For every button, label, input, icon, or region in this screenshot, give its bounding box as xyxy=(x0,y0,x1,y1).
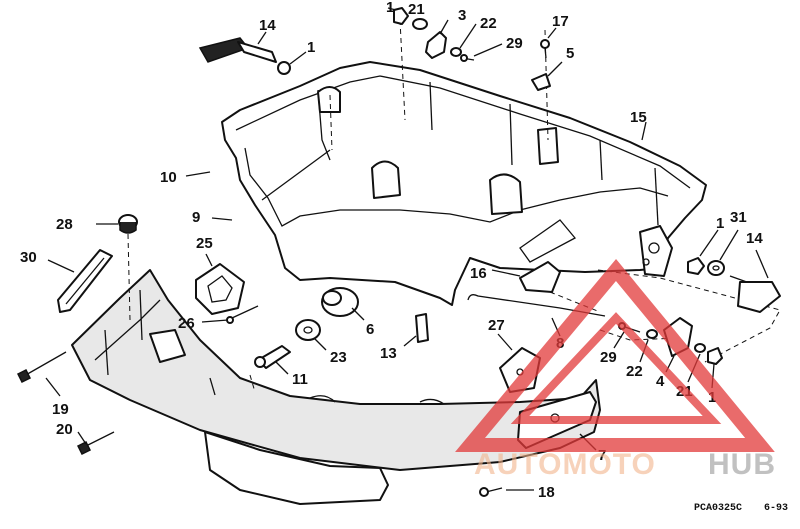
grommet-25 xyxy=(195,263,245,315)
cable-8 xyxy=(467,294,606,317)
drawing-code: PCA0325C xyxy=(694,503,742,514)
callout-1: 1 xyxy=(716,215,724,232)
nut-1-right xyxy=(687,257,705,275)
callout-1: 1 xyxy=(307,39,315,56)
callout-25: 25 xyxy=(196,235,213,252)
callout-22: 22 xyxy=(626,363,643,380)
watermark: AUTOMOTO HUB xyxy=(455,259,776,481)
screw-29-upper xyxy=(460,54,475,62)
callout-28: 28 xyxy=(56,216,73,233)
leader-lines xyxy=(45,7,769,491)
callout-9: 9 xyxy=(192,209,200,226)
callout-27: 27 xyxy=(488,317,505,334)
seal-30 xyxy=(57,249,113,313)
callout-5: 5 xyxy=(566,45,574,62)
callout-15: 15 xyxy=(630,109,647,126)
callout-21: 21 xyxy=(408,1,425,18)
handle-14-upper xyxy=(198,37,291,75)
handle-14-right xyxy=(729,275,781,313)
grommet-28 xyxy=(118,214,138,234)
callout-23: 23 xyxy=(330,349,347,366)
callout-4: 4 xyxy=(656,373,665,390)
callout-26: 26 xyxy=(178,315,195,332)
lower-cowl xyxy=(71,269,601,505)
callout-13: 13 xyxy=(380,345,397,362)
washer-21-lower xyxy=(694,343,706,353)
pad-16 xyxy=(519,261,561,293)
washer-21-upper xyxy=(412,18,428,30)
upper-cowl xyxy=(221,61,707,306)
callout-6: 6 xyxy=(366,321,374,338)
bolt-20 xyxy=(76,431,115,456)
callout-7: 7 xyxy=(598,447,606,464)
callout-29: 29 xyxy=(506,35,523,52)
callout-17: 17 xyxy=(552,13,569,30)
callout-19: 19 xyxy=(52,401,69,418)
callout-14: 14 xyxy=(259,17,276,34)
callout-14: 14 xyxy=(746,230,763,247)
callout-10: 10 xyxy=(160,169,177,186)
callout-1: 1 xyxy=(386,0,394,16)
bolt-19 xyxy=(16,351,67,384)
screw-18 xyxy=(479,487,503,497)
callout-11: 11 xyxy=(292,371,308,388)
callout-16: 16 xyxy=(470,265,487,282)
washer-31 xyxy=(707,260,725,276)
plug-6 xyxy=(321,287,359,317)
clip-5 xyxy=(531,73,551,91)
bracket-3-upper xyxy=(425,31,447,59)
screw-17 xyxy=(540,39,550,59)
callout-30: 30 xyxy=(20,249,37,266)
callout-31: 31 xyxy=(730,209,747,226)
callout-20: 20 xyxy=(56,421,73,438)
washer-23 xyxy=(295,319,321,341)
watermark-text-b: HUB xyxy=(708,448,776,481)
washer-22-lower xyxy=(646,329,658,339)
nut-1-upper xyxy=(393,7,409,25)
watermark-text-a: AUTOMOTO xyxy=(474,448,656,481)
watermark-triangle xyxy=(455,259,775,452)
nut-1-lower xyxy=(707,347,723,365)
pin-13 xyxy=(415,313,429,343)
drawing-date: 6-93 xyxy=(764,503,788,514)
callout-29: 29 xyxy=(600,349,617,366)
washer-22-upper xyxy=(450,47,462,57)
callout-18: 18 xyxy=(538,484,555,501)
callout-3: 3 xyxy=(458,7,466,24)
callout-22: 22 xyxy=(480,15,497,32)
stud-11 xyxy=(254,345,291,369)
